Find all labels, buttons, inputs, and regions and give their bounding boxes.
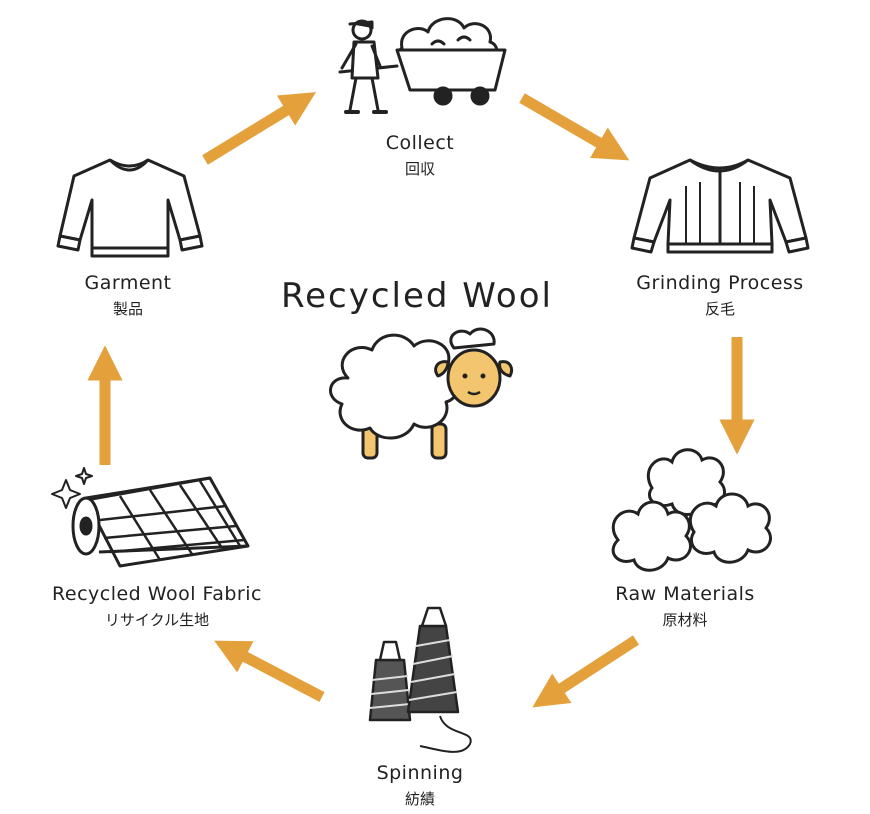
step-garment-label: Garment 製品 [84, 272, 171, 319]
step-garment-en: Garment [84, 272, 172, 294]
yarn-cones-icon [368, 606, 472, 753]
step-collect-jp: 回収 [404, 159, 436, 178]
step-collect-label: Collect 回収 [386, 132, 455, 179]
cart-icon [338, 17, 507, 114]
diagram-title: Recycled Wool [281, 276, 553, 316]
step-fabric-en: Recycled Wool Fabric [52, 583, 262, 605]
step-garment-jp: 製品 [112, 299, 144, 318]
step-fabric-label: Recycled Wool Fabric リサイクル生地 [52, 583, 262, 630]
step-grinding-label: Grinding Process 反毛 [636, 272, 803, 319]
step-collect-en: Collect [385, 132, 455, 154]
fabric-roll-icon [51, 467, 250, 568]
arrow-collect-to-grinding [519, 93, 630, 161]
step-raw-materials-en: Raw Materials [615, 583, 755, 605]
cycle-arrows [87, 92, 755, 708]
step-grinding-jp: 反毛 [704, 299, 736, 318]
step-spinning-jp: 紡績 [404, 789, 435, 808]
step-grinding-en: Grinding Process [636, 272, 804, 294]
step-raw-materials-jp: 原材料 [662, 610, 708, 629]
sheep-icon [329, 327, 514, 460]
arrow-garment-to-collect [202, 92, 317, 165]
step-spinning-label: Spinning 紡績 [377, 762, 464, 809]
arrow-spinning-to-fabric [214, 640, 325, 702]
cardigan-icon [630, 158, 810, 254]
step-fabric-jp: リサイクル生地 [104, 610, 210, 629]
sweater-icon [56, 158, 204, 258]
step-raw-materials-label: Raw Materials 原材料 [615, 583, 755, 630]
wool-balls-icon [611, 448, 772, 572]
arrow-raw-to-spinning [532, 635, 639, 708]
step-spinning-en: Spinning [376, 762, 464, 784]
